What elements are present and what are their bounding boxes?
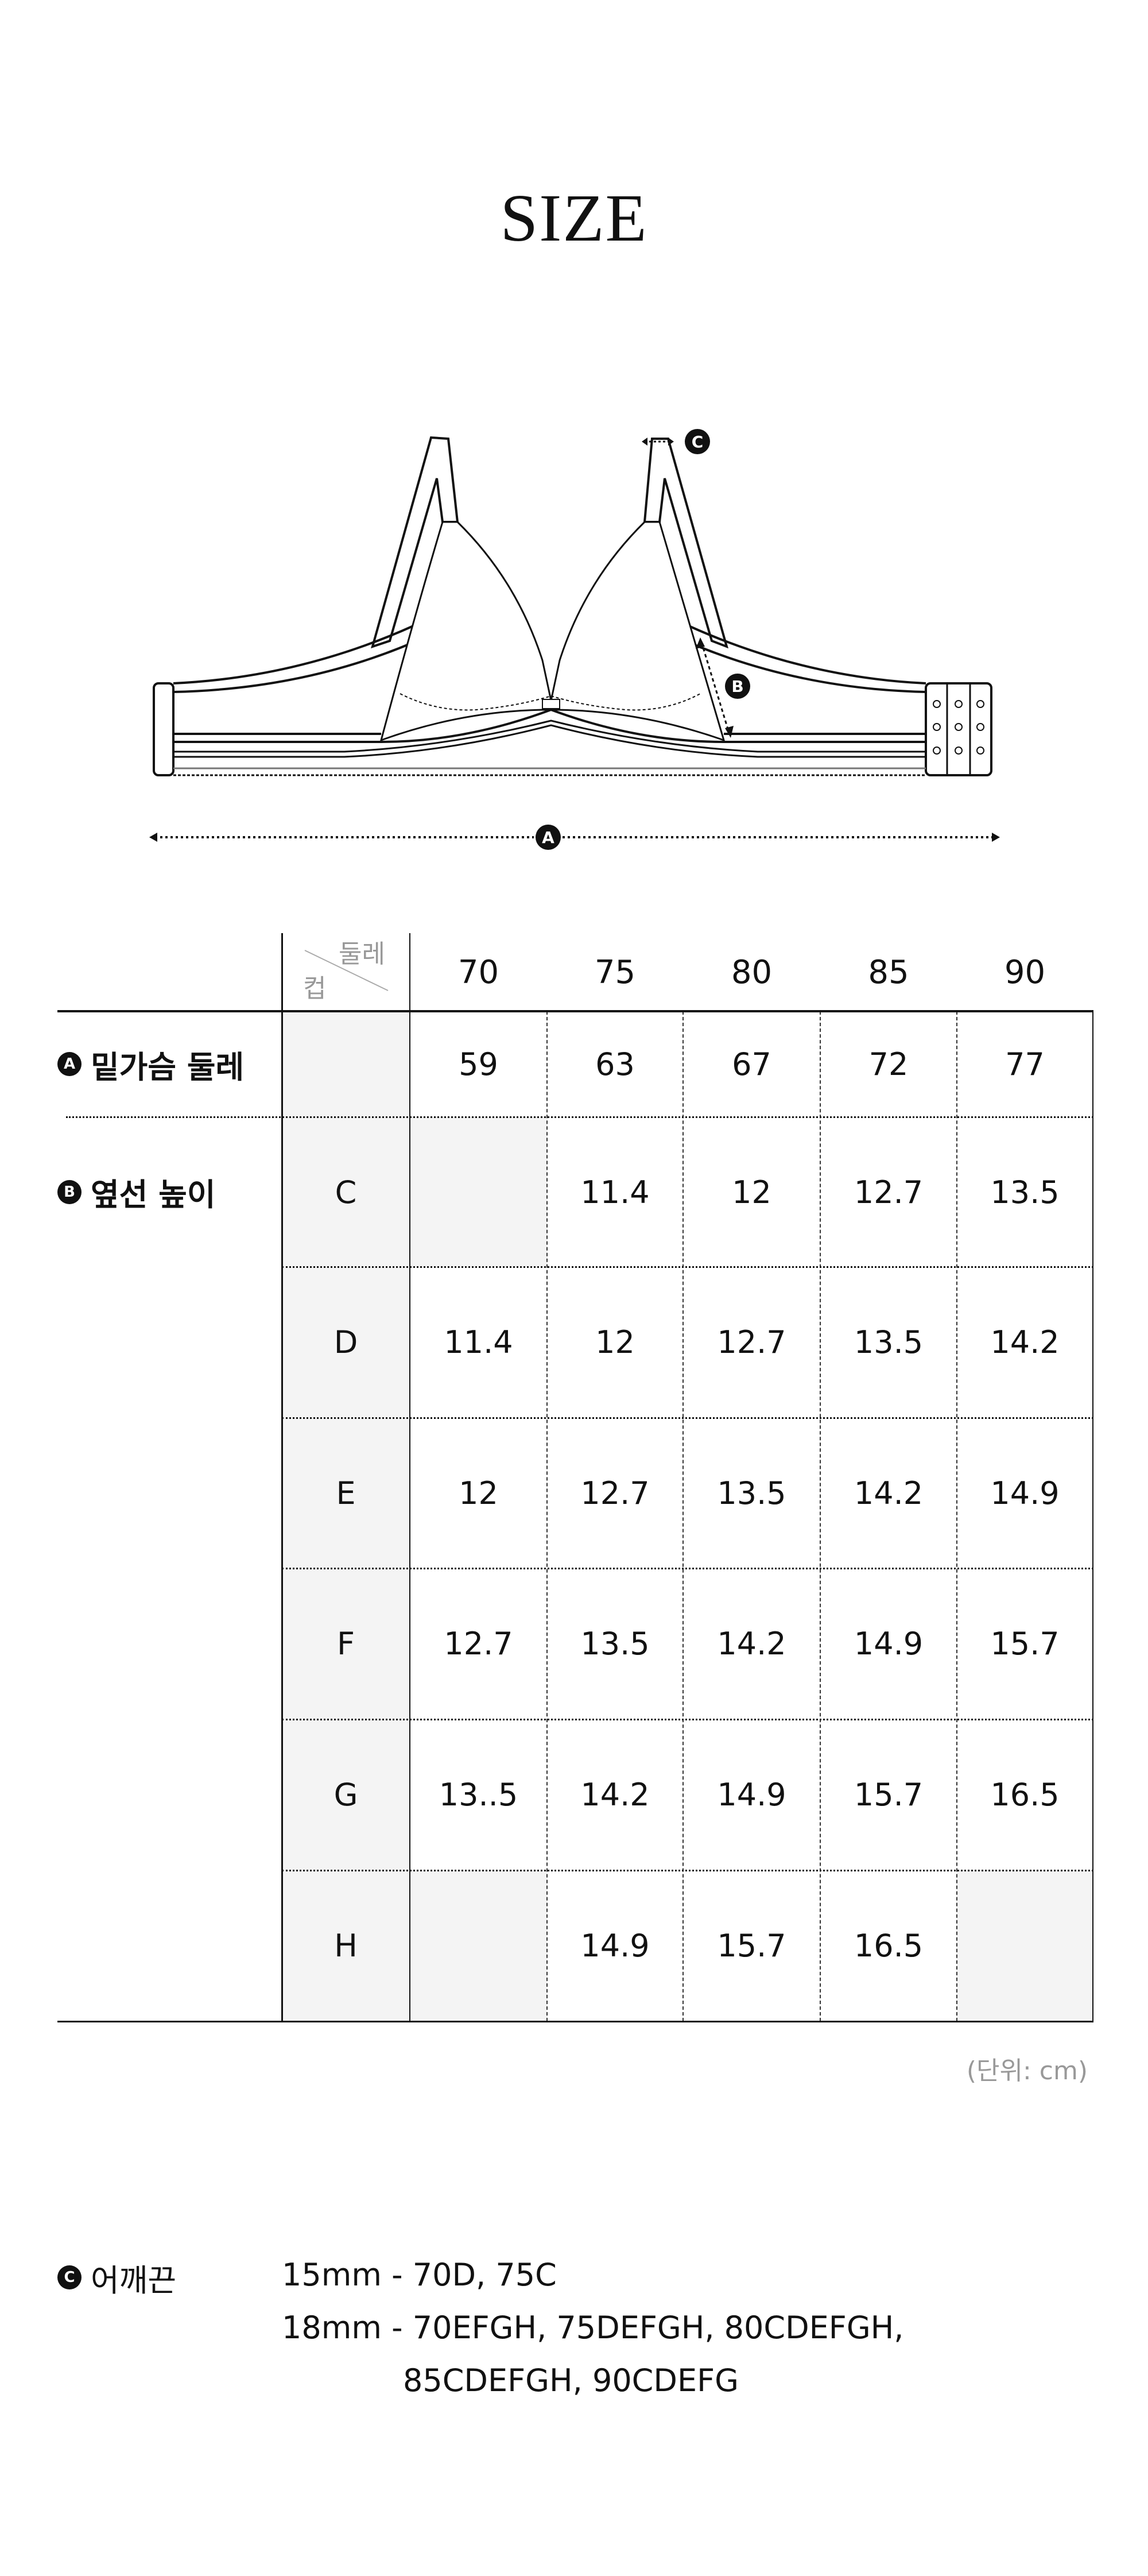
strap-label: C 어깨끈 xyxy=(57,2257,177,2299)
left-strap xyxy=(371,436,459,649)
corner-label-band: 둘레 xyxy=(339,939,385,969)
divider xyxy=(682,1011,684,2021)
svg-text:B: B xyxy=(731,677,743,696)
side-height-value: 14.2 xyxy=(580,1777,650,1813)
cups xyxy=(379,521,726,742)
column-header: 85 xyxy=(868,953,909,991)
side-height-value: 14.9 xyxy=(854,1626,924,1662)
side-height-value: 13.5 xyxy=(580,1626,650,1662)
underbust-value: 59 xyxy=(459,1046,498,1082)
marker-c-badge: C xyxy=(57,2265,82,2289)
unit-note: (단위: cm) xyxy=(966,2056,1088,2086)
cup-size-label: E xyxy=(336,1475,356,1511)
corner-diagonal xyxy=(304,950,389,991)
strap-spec-line: 85CDEFGH, 90CDEFG xyxy=(403,2362,739,2399)
side-height-value: 13..5 xyxy=(439,1777,518,1813)
side-height-value: 16.5 xyxy=(854,1928,924,1964)
side-height-value: 15.7 xyxy=(854,1777,924,1813)
divider xyxy=(282,1870,1093,1871)
divider xyxy=(409,933,410,2021)
side-height-value: 16.5 xyxy=(990,1777,1060,1813)
marker-b: B xyxy=(696,637,750,738)
side-height-value: 12.7 xyxy=(854,1174,924,1210)
empty-cell-h90 xyxy=(957,1870,1093,2021)
side-height-value: 15.7 xyxy=(990,1626,1060,1662)
underbust-label-text: 밑가슴 둘레 xyxy=(91,1049,245,1085)
divider xyxy=(282,1719,1093,1720)
side-height-value: 14.9 xyxy=(580,1928,650,1964)
side-height-value: 12 xyxy=(459,1475,498,1511)
column-header: 90 xyxy=(1004,953,1046,991)
underbust-value: 77 xyxy=(1005,1046,1045,1082)
side-height-value: 14.2 xyxy=(717,1626,786,1662)
side-height-value: 11.4 xyxy=(444,1324,513,1360)
strap-label-text: 어깨끈 xyxy=(91,2262,177,2299)
side-height-value: 14.9 xyxy=(717,1777,786,1813)
column-header: 70 xyxy=(457,953,499,991)
marker-c: C xyxy=(642,429,710,454)
side-height-value: 13.5 xyxy=(990,1174,1060,1210)
side-height-label: B 옆선 높이 xyxy=(57,1117,216,1267)
cup-size-label: D xyxy=(333,1324,358,1360)
side-height-value: 13.5 xyxy=(717,1475,786,1511)
cup-size-label: F xyxy=(336,1626,355,1662)
side-height-value xyxy=(410,1870,547,2021)
underbust-value: 67 xyxy=(732,1046,771,1082)
empty-cell-c70 xyxy=(410,1117,547,1267)
svg-text:A: A xyxy=(542,828,554,847)
svg-text:C: C xyxy=(692,432,704,451)
side-height-value: 15.7 xyxy=(717,1928,786,1964)
cup-size-label: H xyxy=(334,1928,358,1964)
underbust-value: 72 xyxy=(868,1046,909,1082)
side-height-value: 11.4 xyxy=(580,1174,650,1210)
divider xyxy=(282,1266,1093,1268)
underbust-label: A 밑가슴 둘레 xyxy=(57,1011,244,1117)
side-height-value: 14.2 xyxy=(990,1324,1060,1360)
side-height-value: 13.5 xyxy=(854,1324,924,1360)
side-height-value xyxy=(410,1117,547,1268)
divider xyxy=(956,1011,957,2021)
side-height-value: 12 xyxy=(732,1174,771,1210)
marker-a: A xyxy=(149,825,1000,850)
cup-size-label: C xyxy=(335,1174,357,1210)
bra-diagram: C B A xyxy=(149,429,1000,850)
side-height-value: 14.9 xyxy=(990,1475,1060,1511)
marker-a-badge: A xyxy=(57,1052,82,1076)
divider xyxy=(282,1568,1093,1569)
column-header: 80 xyxy=(731,953,773,991)
side-height-value: 12 xyxy=(595,1324,635,1360)
divider xyxy=(546,1011,548,2021)
divider xyxy=(57,2021,1093,2022)
side-height-value: 12.7 xyxy=(717,1324,786,1360)
divider xyxy=(1092,1011,1093,2021)
divider xyxy=(820,1011,821,2021)
divider xyxy=(281,933,283,2021)
divider xyxy=(66,1116,1093,1118)
page-title: SIZE xyxy=(500,180,648,256)
divider xyxy=(282,1417,1093,1419)
strap-spec-line: 18mm - 70EFGH, 75DEFGH, 80CDEFGH, xyxy=(282,2310,904,2346)
corner-label-cup: 컵 xyxy=(303,974,327,1003)
cup-column-shade xyxy=(282,1011,410,2021)
underbust-value: 63 xyxy=(595,1046,635,1082)
side-height-value xyxy=(957,1870,1093,2021)
divider xyxy=(57,1010,1093,1012)
column-header: 75 xyxy=(594,953,636,991)
marker-b-badge: B xyxy=(57,1179,82,1204)
strap-spec-line: 15mm - 70D, 75C xyxy=(282,2257,557,2293)
side-height-value: 12.7 xyxy=(444,1626,513,1662)
side-height-label-text: 옆선 높이 xyxy=(91,1177,216,1213)
empty-cell-h70 xyxy=(410,1870,547,2021)
side-height-value: 12.7 xyxy=(580,1475,650,1511)
side-height-value: 14.2 xyxy=(854,1475,924,1511)
cup-size-label: G xyxy=(333,1777,358,1813)
